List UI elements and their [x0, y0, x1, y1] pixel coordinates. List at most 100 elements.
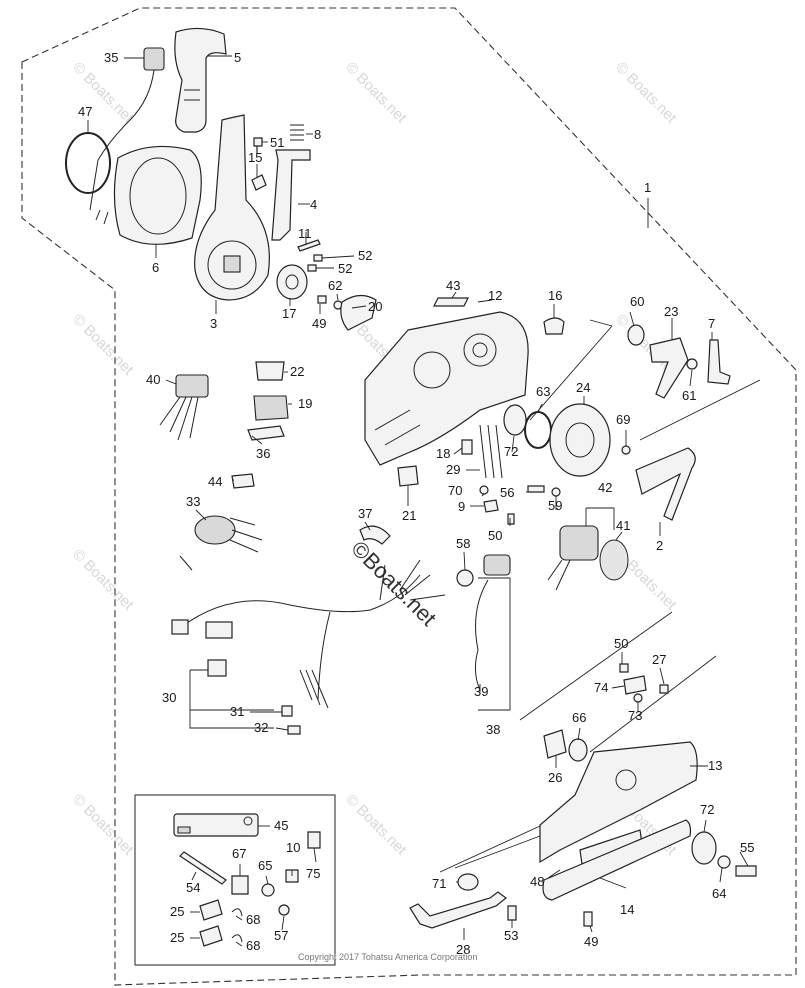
callout-14: 14: [620, 902, 634, 917]
part-23-arm: [649, 337, 689, 399]
assembly-outline: [21, 7, 797, 986]
part-51-bolt: [253, 137, 263, 154]
callout-33: 33: [186, 494, 200, 509]
callout-36: 36: [256, 446, 270, 461]
part-41-cover: [599, 539, 629, 581]
callout-38: 38: [486, 722, 500, 737]
part-65-washer: [261, 883, 275, 897]
part-29-plate-set: [479, 424, 503, 479]
callout-29: 29: [446, 462, 460, 477]
callout-50b: 50: [614, 636, 628, 651]
callout-35: 35: [104, 50, 118, 65]
callout-71: 71: [432, 876, 446, 891]
callout-53: 53: [504, 928, 518, 943]
part-45-label: [173, 813, 259, 837]
callout-13: 13: [708, 758, 722, 773]
part-13-side-plate: [539, 741, 698, 864]
part-5-handle-grip: [174, 27, 227, 133]
part-37-clip: [359, 525, 391, 545]
part-39-lanyard: [474, 554, 511, 691]
part-4-bracket: [271, 149, 311, 241]
callout-61: 61: [682, 388, 696, 403]
part-14-cover: [542, 819, 692, 901]
callout-16: 16: [548, 288, 562, 303]
part-47-oring: [65, 132, 111, 194]
part-44-label: [231, 473, 255, 489]
callout-8: 8: [314, 127, 321, 142]
callout-72b: 72: [700, 802, 714, 817]
callout-23: 23: [664, 304, 678, 319]
callout-27: 27: [652, 652, 666, 667]
callout-72: 72: [504, 444, 518, 459]
callout-44: 44: [208, 474, 222, 489]
callout-49: 49: [312, 316, 326, 331]
part-20-detent-plate: [340, 294, 377, 331]
part-70-nut: [479, 485, 489, 495]
callout-31: 31: [230, 704, 244, 719]
callout-67: 67: [232, 846, 246, 861]
part-6-switch-housing: [95, 145, 202, 245]
callout-68: 68: [246, 912, 260, 927]
part-21-bushing: [397, 465, 419, 487]
callout-65: 65: [258, 858, 272, 873]
watermark-center: ©Boats.net: [346, 536, 441, 631]
part-32-cap: [287, 725, 301, 735]
callout-18: 18: [436, 446, 450, 461]
part-66-seal: [568, 738, 588, 762]
callout-15: 15: [248, 150, 262, 165]
small-parts-box: [134, 794, 336, 966]
callout-12: 12: [488, 288, 502, 303]
callout-52: 52: [358, 248, 372, 263]
callout-26: 26: [548, 770, 562, 785]
part-16-cap: [543, 317, 565, 335]
part-60-bushing: [627, 324, 645, 346]
part-72-seal-b: [691, 831, 717, 865]
callout-51: 51: [270, 135, 284, 150]
part-58-nut: [456, 569, 474, 587]
callouts: 1 2 3 4 5 6 7 8 9 10 11 12 13 14 15 16 1…: [78, 50, 754, 957]
part-28-rod: [409, 891, 507, 929]
callout-5: 5: [234, 50, 241, 65]
callout-19: 19: [298, 396, 312, 411]
callout-22: 22: [290, 364, 304, 379]
part-52-screw: [313, 254, 323, 262]
leader-lines: [87, 55, 761, 947]
part-75-clip: [307, 831, 321, 849]
part-30-harness: [171, 559, 446, 709]
callout-59: 59: [548, 498, 562, 513]
callout-39: 39: [474, 684, 488, 699]
copyright-text: Copyright 2017 Tohatsu America Corporati…: [298, 952, 477, 962]
callout-74: 74: [594, 680, 608, 695]
callout-58: 58: [456, 536, 470, 551]
part-69-ball: [621, 445, 631, 455]
callout-20: 20: [368, 299, 382, 314]
part-8-spring: [290, 124, 304, 141]
callout-75: 75: [306, 866, 320, 881]
watermark: © Boats.net: [612, 59, 680, 127]
part-33-key-switch: [179, 515, 263, 571]
callout-30: 30: [162, 690, 176, 705]
part-19-switch: [253, 395, 289, 421]
part-64-washer: [717, 855, 731, 869]
callout-2: 2: [656, 538, 663, 553]
part-25-lever: [199, 899, 223, 921]
part-40-switch-pack: [159, 374, 209, 441]
part-12-main-housing: [364, 311, 529, 466]
callout-4: 4: [310, 197, 317, 212]
callout-64: 64: [712, 886, 726, 901]
callout-49b: 49: [584, 934, 598, 949]
part-55-bolt: [735, 865, 757, 877]
part-63-oring: [524, 411, 552, 449]
watermark: © Boats.net: [69, 311, 137, 379]
callout-66: 66: [572, 710, 586, 725]
callout-32: 32: [254, 720, 268, 735]
callout-37: 37: [358, 506, 372, 521]
part-35-connector: [89, 47, 165, 211]
callout-7: 7: [708, 316, 715, 331]
part-71-bushing: [457, 873, 479, 891]
part-50-screw-b: [619, 663, 629, 673]
part-9-clip: [483, 499, 499, 513]
part-24-gear: [549, 403, 611, 477]
watermark: © Boats.net: [69, 546, 137, 614]
